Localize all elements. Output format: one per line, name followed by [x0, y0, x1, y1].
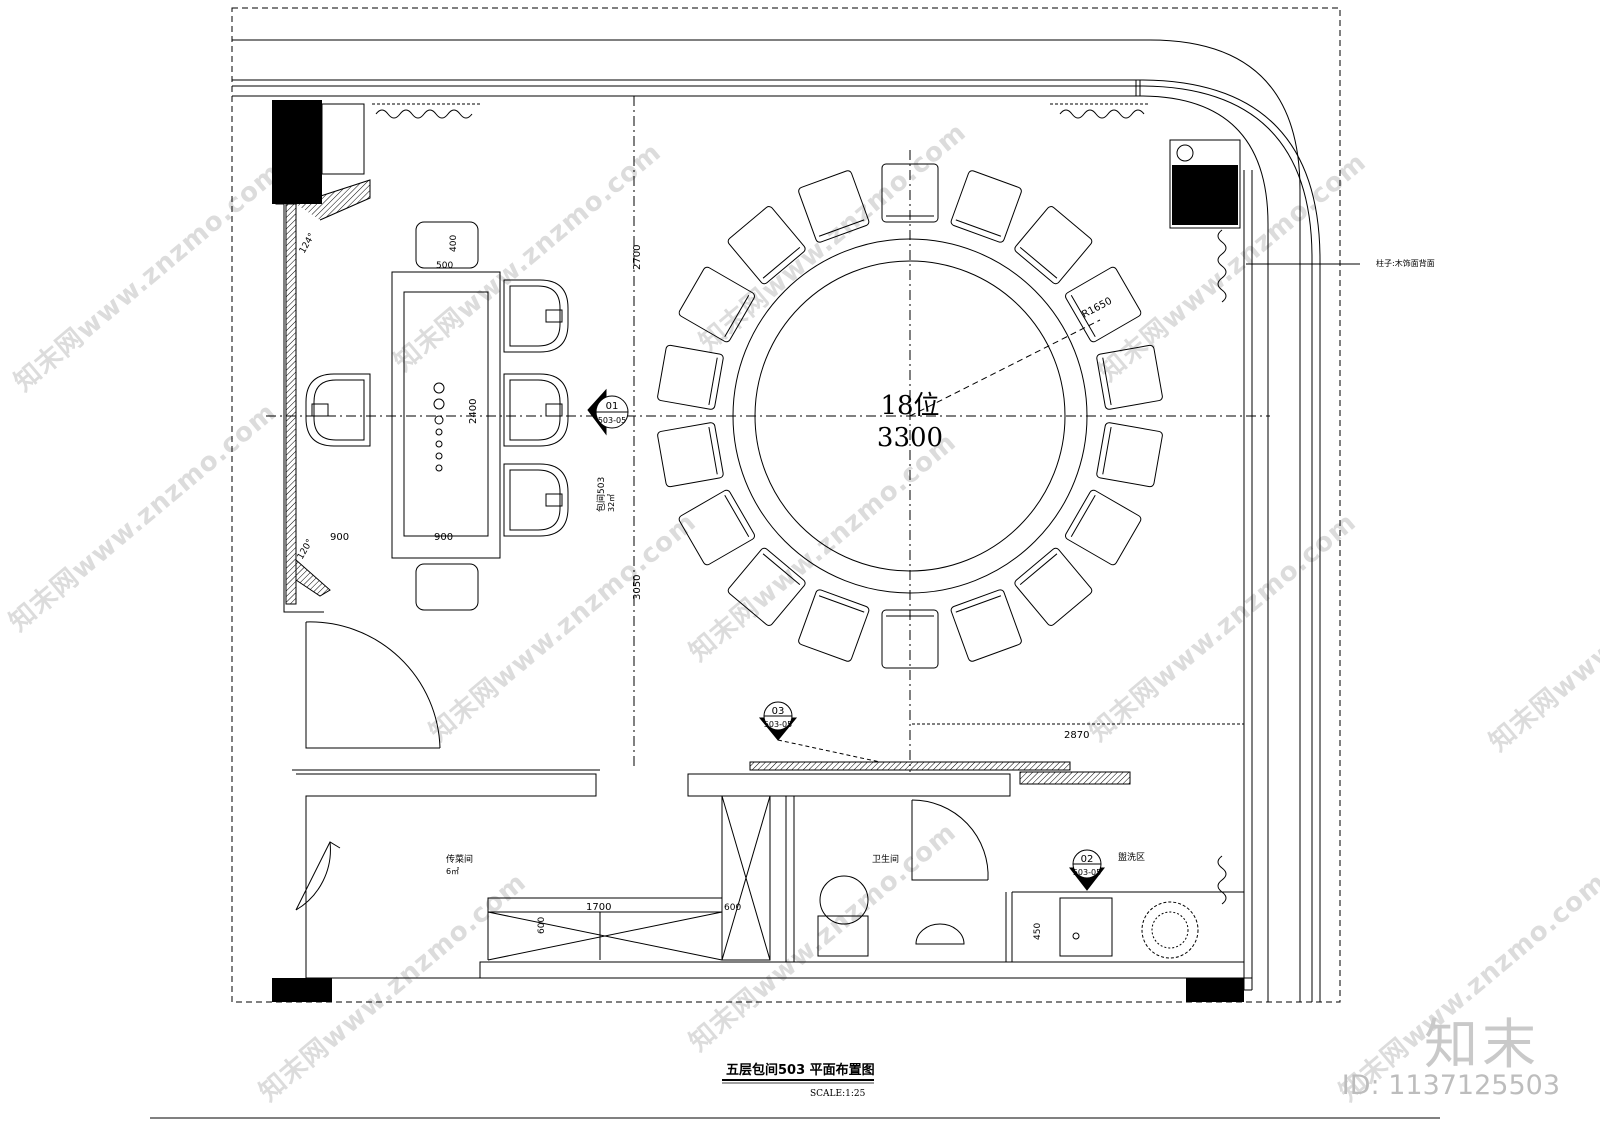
- room-tag: 包间503: [595, 477, 607, 512]
- round-table-chair: [950, 170, 1022, 243]
- dim-600-right: 600: [724, 903, 741, 913]
- round-table-chair: [657, 422, 724, 488]
- boundary-outline: [231, 7, 1341, 1003]
- callout-03-number: 03: [772, 706, 785, 717]
- dim-2400: 2400: [468, 399, 479, 424]
- drawing-scale: SCALE:1:25: [810, 1089, 866, 1099]
- round-table-chair: [950, 589, 1022, 662]
- storage-room-label: 传菜间: [446, 853, 473, 865]
- round-table-chair: [1014, 547, 1093, 626]
- column-blocks: [272, 100, 1244, 1002]
- room-area: 32㎡: [607, 494, 616, 512]
- round-table-chair: [881, 163, 939, 223]
- round-table-chair: [1096, 344, 1163, 410]
- callout-markers: [587, 388, 1244, 891]
- brand-watermark: 知末: [1424, 1013, 1540, 1076]
- round-table-chair: [1065, 489, 1142, 566]
- angle-120: 120°: [296, 538, 316, 562]
- armchair: [503, 373, 569, 447]
- dim-2870: 2870: [1064, 730, 1089, 741]
- dim-900-left: 900: [330, 532, 349, 543]
- table-radius-label: R1650: [1080, 296, 1114, 321]
- round-table-chair: [1096, 422, 1163, 488]
- document-id: ID: 1137125503: [1341, 1070, 1560, 1101]
- angle-124: 124°: [298, 232, 318, 256]
- callout-03-ref: 503-05: [764, 720, 792, 729]
- wash-area-label: 盥洗区: [1118, 851, 1145, 863]
- column-note: 柱子:木饰面背面: [1376, 258, 1435, 268]
- round-table-chair: [1014, 206, 1093, 285]
- round-table-chair: [727, 547, 806, 626]
- callout-01-number: 01: [606, 401, 619, 412]
- dim-3050: 3050: [632, 575, 643, 600]
- callout-02-number: 02: [1081, 854, 1094, 865]
- round-table-chair: [881, 609, 939, 669]
- dim-400: 400: [449, 235, 459, 252]
- callout-02-ref: 503-05: [1073, 868, 1101, 877]
- armchair: [305, 373, 371, 447]
- lower-rooms: [292, 769, 1252, 979]
- dim-2700: 2700: [632, 245, 643, 270]
- wc-label: 卫生间: [872, 853, 899, 865]
- dim-500: 500: [436, 261, 453, 271]
- callout-01-ref: 503-05: [598, 416, 626, 425]
- round-table-chair: [678, 489, 755, 566]
- round-table-chair: [678, 266, 755, 343]
- doors: [295, 621, 989, 911]
- table-diameter-label: 3300: [877, 423, 943, 453]
- round-table-chair: [798, 170, 870, 243]
- dim-1700: 1700: [586, 902, 611, 913]
- armchair: [503, 279, 569, 353]
- dim-450: 450: [1033, 923, 1043, 940]
- dim-900-table: 900: [434, 532, 453, 543]
- exterior-wall-line: [232, 79, 1321, 1002]
- round-table-chair: [1065, 266, 1142, 343]
- round-table-chair: [798, 589, 870, 662]
- dim-600-left: 600: [537, 917, 547, 934]
- armchair: [503, 463, 569, 537]
- storage-room-area: 6㎡: [446, 867, 459, 876]
- curtains: [372, 103, 1360, 905]
- drawing-title: 五层包间503 平面布置图: [726, 1062, 875, 1078]
- round-table-chair: [657, 344, 724, 410]
- round-table-chair: [727, 206, 806, 285]
- table-seats-label: 18位: [880, 391, 939, 421]
- tea-table: [391, 221, 501, 611]
- round-table: [732, 238, 1101, 594]
